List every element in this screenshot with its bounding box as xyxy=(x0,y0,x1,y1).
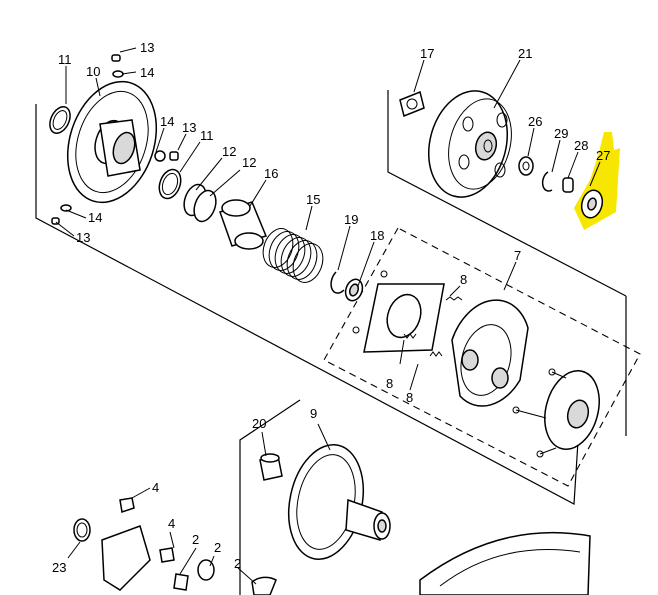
callout-12: 12 xyxy=(242,155,256,170)
dashed-assembly-box xyxy=(323,227,641,487)
callout-7: 7 xyxy=(514,248,521,263)
callout-13: 13 xyxy=(140,40,154,55)
callout-2: 2 xyxy=(234,556,241,571)
clutch-springs xyxy=(403,296,463,357)
callout-2: 2 xyxy=(192,532,199,547)
callout-17: 17 xyxy=(420,46,434,61)
washer-17 xyxy=(399,90,425,118)
rear-hardware xyxy=(518,156,604,219)
callout-28: 28 xyxy=(574,138,588,153)
spring-15 xyxy=(262,228,324,283)
callout-14: 14 xyxy=(88,210,102,225)
bushings xyxy=(51,54,179,225)
drive-plate xyxy=(512,368,600,458)
seals xyxy=(158,168,217,223)
callout-12: 12 xyxy=(222,144,236,159)
callout-13: 13 xyxy=(76,230,90,245)
callout-21: 21 xyxy=(518,46,532,61)
callout-26: 26 xyxy=(528,114,542,129)
primary-sheave xyxy=(49,80,158,204)
callout-2: 2 xyxy=(214,540,221,555)
callout-27: 27 xyxy=(596,148,610,163)
secondary-sheave-9 xyxy=(288,444,391,560)
clutch-housing-21 xyxy=(427,90,512,198)
callout-4: 4 xyxy=(168,516,175,531)
callout-10: 10 xyxy=(86,64,100,79)
callout-labels: 11 10 13 14 14 13 11 12 12 16 14 13 15 1… xyxy=(52,40,610,575)
clutch-shoes xyxy=(451,299,529,407)
clip-and-bearing xyxy=(330,271,364,302)
leader-lines xyxy=(55,47,601,585)
callout-13: 13 xyxy=(182,120,196,135)
callout-8: 8 xyxy=(460,272,467,287)
callout-8: 8 xyxy=(406,390,413,405)
callout-11: 11 xyxy=(58,52,72,67)
lower-components xyxy=(73,497,277,595)
callout-8: 8 xyxy=(386,376,393,391)
callout-14: 14 xyxy=(140,65,154,80)
callout-15: 15 xyxy=(306,192,320,207)
callout-19: 19 xyxy=(344,212,358,227)
callout-9: 9 xyxy=(310,406,317,421)
bearing-20 xyxy=(259,453,283,481)
drive-belt xyxy=(419,531,591,595)
callout-4: 4 xyxy=(152,480,159,495)
clutch-plate xyxy=(352,270,445,353)
callout-14: 14 xyxy=(160,114,174,129)
callout-11: 11 xyxy=(200,128,214,143)
callout-20: 20 xyxy=(252,416,266,431)
callout-18: 18 xyxy=(370,228,384,243)
callout-23: 23 xyxy=(52,560,66,575)
callout-16: 16 xyxy=(264,166,278,181)
collar-16 xyxy=(219,199,268,250)
callout-29: 29 xyxy=(554,126,568,141)
